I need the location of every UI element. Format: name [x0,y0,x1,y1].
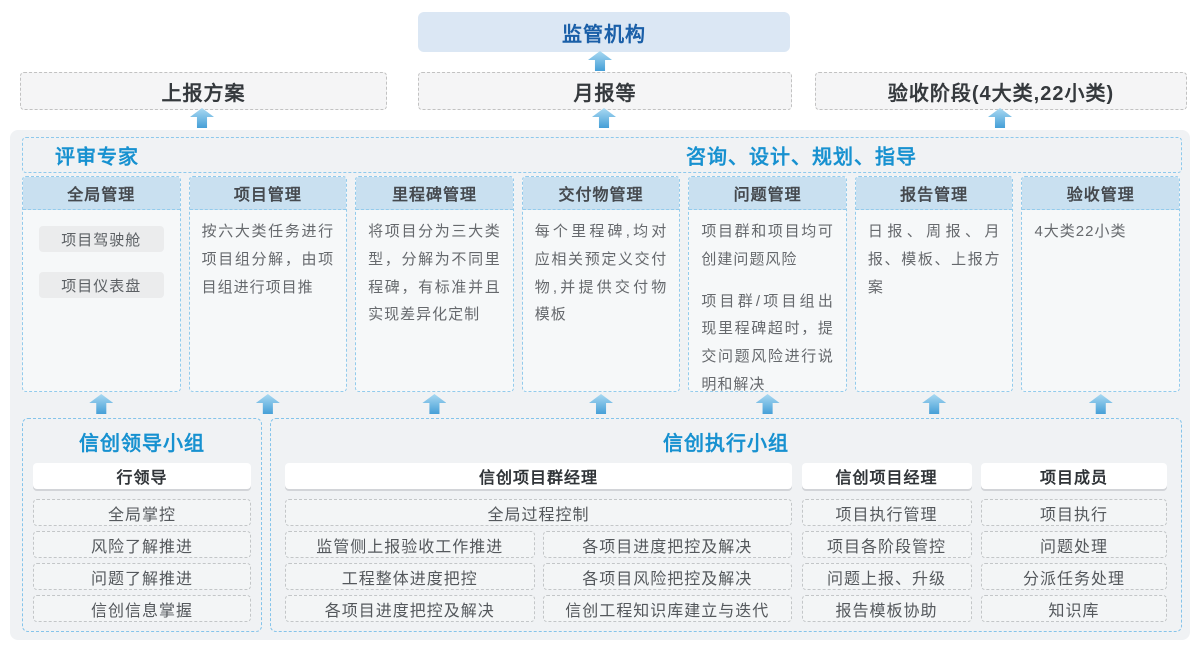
role-program-manager: 信创项目群经理 [285,463,792,489]
module-arrows-row [22,394,1180,414]
module-title: 里程碑管理 [356,177,513,210]
module-title: 问题管理 [689,177,846,210]
execution-group-body: 信创项目群经理 全局过程控制 监管侧上报验收工作推进 工程整体进度把控 各项目进… [271,463,1181,627]
arrow-cell [22,394,181,414]
chip-project-cockpit: 项目驾驶舱 [39,226,164,252]
report-plan-box: 上报方案 [20,72,387,110]
arrow-cell [355,394,514,414]
module-title: 全局管理 [23,177,180,210]
member-duty-item: 分派任务处理 [981,563,1167,590]
bottom-groups: 信创领导小组 行领导 全局掌控 风险了解推进 问题了解推进 信创信息掌握 信创执… [22,418,1182,632]
project-manager-section: 信创项目经理 项目执行管理 项目各阶段管控 问题上报、升级 报告模板协助 [801,463,972,627]
arrow-cell [1021,394,1180,414]
module-deliverable-management: 交付物管理 每个里程碑,均对应相关预定义交付物,并提供交付物模板 [521,176,681,392]
module-title: 交付物管理 [522,177,680,210]
project-manager-duty-item: 项目各阶段管控 [801,531,972,558]
program-duty-right-column: 各项目进度把控及解决 各项目风险把控及解决 信创工程知识库建立与迭代 [542,531,792,627]
module-body: 将项目分为三大类型，分解为不同里程碑，有标准并且实现差异化定制 [368,223,501,324]
module-title: 项目管理 [189,177,347,210]
platform-container: 评审专家 咨询、设计、规划、指导 全局管理 项目驾驶舱 项目仪表盘 项目管理 按… [10,130,1190,640]
program-duty-item: 信创工程知识库建立与迭代 [542,595,792,622]
arrow-up-icon [588,51,612,71]
project-manager-duty-item: 项目执行管理 [801,499,972,526]
arrow-up-icon [1088,394,1113,414]
consulting-label: 咨询、设计、规划、指导 [686,146,917,169]
program-duty-item: 工程整体进度把控 [285,563,535,590]
advisor-strip: 评审专家 咨询、设计、规划、指导 [22,137,1182,173]
role-project-manager: 信创项目经理 [801,463,972,489]
program-duty-item: 全局过程控制 [285,499,792,526]
execution-group-title: 信创执行小组 [663,433,789,455]
arrow-up-icon [255,394,280,414]
execution-group: 信创执行小组 信创项目群经理 全局过程控制 监管侧上报验收工作推进 工程整体进度… [270,418,1182,632]
module-title: 报告管理 [855,177,1013,210]
leadership-group-title: 信创领导小组 [79,433,205,455]
program-duty-item: 监管侧上报验收工作推进 [285,531,535,558]
program-duty-item: 各项目进度把控及解决 [542,531,792,558]
leader-duty-item: 风险了解推进 [33,531,251,558]
issue-paragraph: 项目群/项目组出现里程碑超时，提交问题风险进行说明和解决 [701,292,834,392]
role-project-member: 项目成员 [981,463,1167,489]
arrow-up-icon [755,394,780,414]
regulator-box: 监管机构 [418,12,790,52]
program-duty-item: 各项目风险把控及解决 [542,563,792,590]
leadership-group: 信创领导小组 行领导 全局掌控 风险了解推进 问题了解推进 信创信息掌握 [22,418,262,632]
arrow-cell [522,394,681,414]
arrow-cell [688,394,847,414]
module-body: 4大类22小类 [1034,223,1127,240]
leader-duty-item: 信创信息掌握 [33,595,251,622]
module-title: 验收管理 [1022,177,1180,210]
program-manager-section: 信创项目群经理 全局过程控制 监管侧上报验收工作推进 工程整体进度把控 各项目进… [285,463,792,627]
module-issue-management: 问题管理 项目群和项目均可创建问题风险 项目群/项目组出现里程碑超时，提交问题风… [688,176,847,392]
arrow-up-icon [592,108,616,128]
arrow-cell [189,394,348,414]
member-duty-item: 问题处理 [981,531,1167,558]
arrow-cell [855,394,1014,414]
member-duty-item: 知识库 [981,595,1167,622]
project-member-section: 项目成员 项目执行 问题处理 分派任务处理 知识库 [981,463,1167,627]
module-body: 项目群和项目均可创建问题风险 项目群/项目组出现里程碑超时，提交问题风险进行说明… [689,210,846,392]
module-global-management: 全局管理 项目驾驶舱 项目仪表盘 [22,176,181,392]
arrow-up-icon [190,108,214,128]
module-body: 项目驾驶舱 项目仪表盘 [23,210,180,314]
issue-paragraph: 项目群和项目均可创建问题风险 [701,223,834,268]
module-acceptance-management: 验收管理 4大类22小类 [1021,176,1181,392]
acceptance-phase-box: 验收阶段(4大类,22小类) [815,72,1187,110]
arrow-up-icon [422,394,447,414]
chip-project-dashboard: 项目仪表盘 [39,272,164,298]
program-duty-columns: 监管侧上报验收工作推进 工程整体进度把控 各项目进度把控及解决 各项目进度把控及… [285,531,792,627]
module-body: 按六大类任务进行项目组分解，由项目组进行项目推 [201,223,335,296]
arrow-up-icon [922,394,947,414]
module-milestone-management: 里程碑管理 将项目分为三大类型，分解为不同里程碑，有标准并且实现差异化定制 [355,176,514,392]
module-report-management: 报告管理 日报、周报、月报、模板、上报方案 [854,176,1014,392]
review-experts-label: 评审专家 [55,146,139,169]
project-manager-duty-item: 报告模板协助 [801,595,972,622]
module-columns: 全局管理 项目驾驶舱 项目仪表盘 项目管理 按六大类任务进行项目组分解，由项目组… [22,176,1181,392]
arrow-up-icon [89,394,114,414]
leader-duty-item: 全局掌控 [33,499,251,526]
module-project-management: 项目管理 按六大类任务进行项目组分解，由项目组进行项目推 [188,176,348,392]
leader-duty-item: 问题了解推进 [33,563,251,590]
module-body: 日报、周报、月报、模板、上报方案 [867,223,1001,296]
arrow-up-icon [988,108,1012,128]
member-duty-item: 项目执行 [981,499,1167,526]
role-bank-leader: 行领导 [33,463,251,489]
leadership-group-body: 行领导 全局掌控 风险了解推进 问题了解推进 信创信息掌握 [23,463,261,622]
program-duty-left-column: 监管侧上报验收工作推进 工程整体进度把控 各项目进度把控及解决 [285,531,535,627]
program-duty-item: 各项目进度把控及解决 [285,595,535,622]
module-body: 每个里程碑,均对应相关预定义交付物,并提供交付物模板 [534,223,668,324]
monthly-report-box: 月报等 [418,72,792,110]
arrow-up-icon [589,394,614,414]
project-manager-duty-item: 问题上报、升级 [801,563,972,590]
